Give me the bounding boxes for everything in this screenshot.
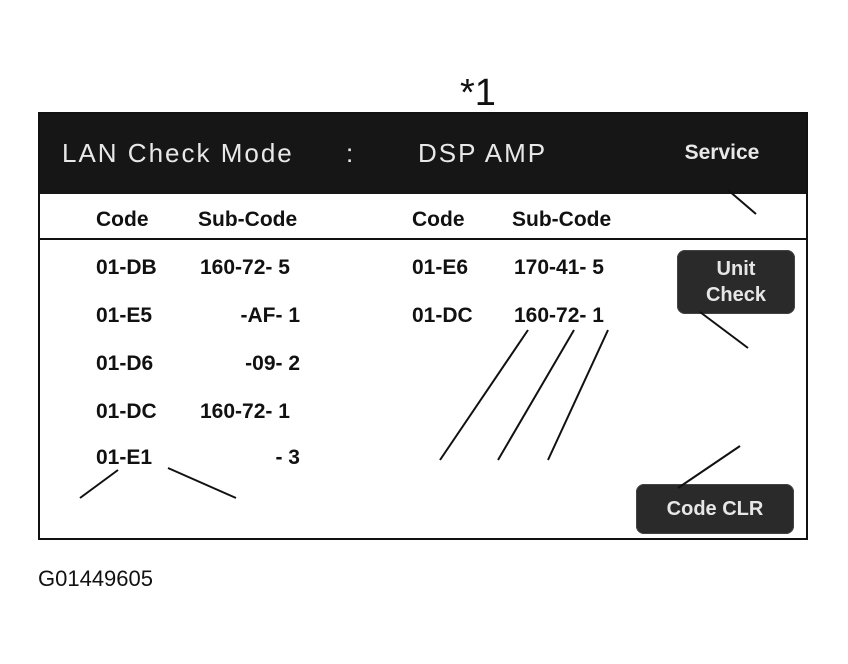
left-subcode-header: Sub-Code <box>198 208 298 231</box>
unit-name: DSP AMP <box>418 138 548 168</box>
code-clr-button[interactable]: Code CLR <box>636 484 794 534</box>
unit-check-button[interactable]: Unit Check <box>677 250 795 314</box>
leader-line-2 <box>79 469 119 499</box>
right-code: 01-DC <box>412 304 473 327</box>
leader-line-9 <box>699 311 749 349</box>
left-code-header: Code <box>96 208 149 231</box>
left-subcode: -AF- 1 <box>240 304 301 327</box>
leader-line-7 <box>677 445 741 489</box>
left-code: 01-E5 <box>96 304 153 327</box>
left-subcode: 160-72- 5 <box>200 256 290 279</box>
right-code-header: Code <box>412 208 465 231</box>
left-code: 01-DB <box>96 256 157 279</box>
leader-line-8 <box>727 189 757 215</box>
left-subcode: -09- 2 <box>245 352 300 375</box>
lan-check-screen: LAN Check Mode : DSP AMP Service Code Su… <box>38 112 808 540</box>
mode-label: LAN Check Mode <box>62 138 294 168</box>
left-code: 01-E1 <box>96 446 153 469</box>
header-divider <box>40 238 806 240</box>
right-subcode: 170-41- 5 <box>514 256 604 279</box>
unit-check-label-line1: Unit <box>716 258 756 280</box>
leader-line-4 <box>439 329 529 461</box>
left-subcode: - 3 <box>275 446 300 469</box>
unit-check-label-line2: Check <box>705 284 767 306</box>
figure-caption: G01449605 <box>38 566 153 591</box>
left-code: 01-D6 <box>96 352 154 375</box>
title-separator: : <box>346 138 356 168</box>
service-button[interactable]: Service <box>684 141 760 164</box>
right-subcode: 160-72- 1 <box>514 304 604 327</box>
right-subcode-header: Sub-Code <box>512 208 612 231</box>
title-bar: LAN Check Mode : DSP AMP Service <box>40 114 806 194</box>
leader-line-5 <box>497 329 575 461</box>
right-code: 01-E6 <box>412 256 469 279</box>
leader-line-6 <box>547 329 609 461</box>
callout-1: *1 <box>460 72 496 114</box>
left-code: 01-DC <box>96 400 157 423</box>
left-subcode: 160-72- 1 <box>200 400 290 423</box>
leader-line-3 <box>167 467 237 499</box>
